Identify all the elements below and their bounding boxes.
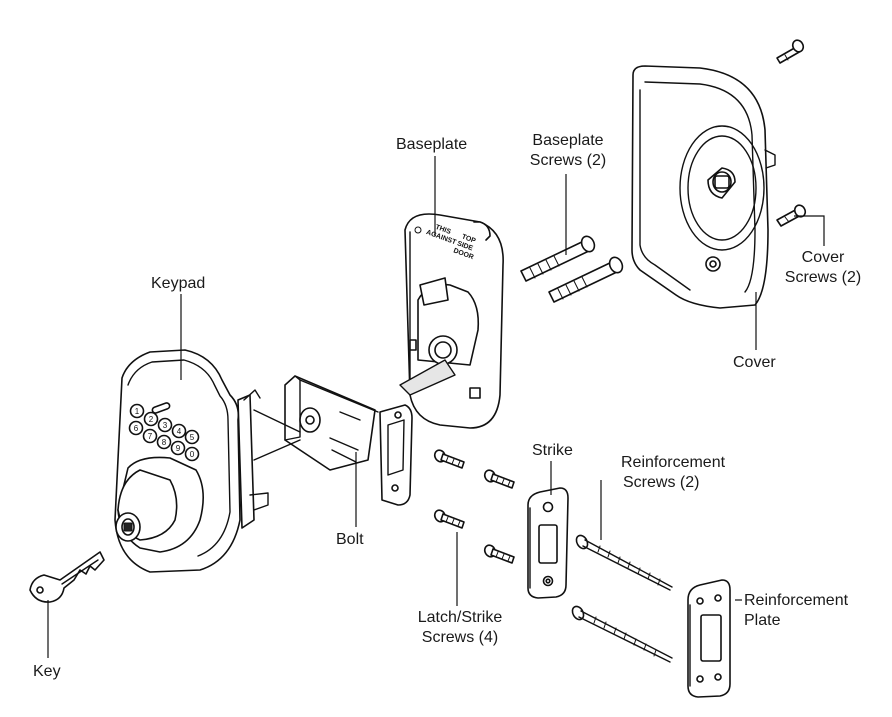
label-keypad: Keypad <box>151 275 206 292</box>
svg-text:4: 4 <box>177 427 182 436</box>
svg-text:2: 2 <box>149 415 154 424</box>
keypad-buttons: 1 2 3 4 5 6 7 8 9 0 <box>128 403 200 462</box>
key <box>29 551 105 603</box>
label-key: Key <box>33 663 61 680</box>
label-cover: Cover <box>733 354 776 371</box>
svg-text:9: 9 <box>176 444 181 453</box>
svg-text:TOP: TOP <box>461 233 477 245</box>
leader-lines <box>47 156 825 658</box>
svg-text:1: 1 <box>135 407 140 416</box>
latch-strike-screw-1 <box>433 449 465 469</box>
cover <box>631 65 776 309</box>
svg-text:6: 6 <box>134 424 139 433</box>
label-baseplate-screws: Baseplate Screws (2) <box>529 132 607 169</box>
latch-strike-screw-4 <box>483 544 515 564</box>
svg-text:3: 3 <box>163 421 168 430</box>
label-reinforcement-screws: Reinforcement Screws (2) <box>621 454 726 491</box>
label-reinforcement-plate: Reinforcement Plate <box>744 592 849 629</box>
keypad: 1 2 3 4 5 6 7 8 9 0 <box>114 349 301 573</box>
reinforcement-plate <box>687 579 731 698</box>
baseplate-screw-1 <box>520 235 596 282</box>
reinforcement-screw-2 <box>571 605 673 663</box>
label-strike: Strike <box>532 442 573 459</box>
svg-text:7: 7 <box>148 432 153 441</box>
label-cover-screws: Cover Screws (2) <box>784 249 862 286</box>
svg-text:5: 5 <box>190 433 195 442</box>
label-bolt: Bolt <box>336 531 364 548</box>
bolt <box>284 375 413 506</box>
latch-strike-screw-2 <box>483 469 515 489</box>
svg-text:0: 0 <box>190 450 195 459</box>
label-baseplate: Baseplate <box>396 136 468 153</box>
baseplate: THIS AGAINST TOP SIDE DOOR <box>399 213 504 429</box>
cover-screw-top <box>776 39 805 64</box>
baseplate-screw-2 <box>548 256 624 303</box>
strike <box>527 487 569 599</box>
reinforcement-screw-1 <box>575 534 673 591</box>
label-latch-strike-screws: Latch/Strike Screws (4) <box>417 609 503 646</box>
svg-text:8: 8 <box>162 438 167 447</box>
latch-strike-screw-3 <box>433 509 465 529</box>
cover-screw-right <box>776 204 807 227</box>
